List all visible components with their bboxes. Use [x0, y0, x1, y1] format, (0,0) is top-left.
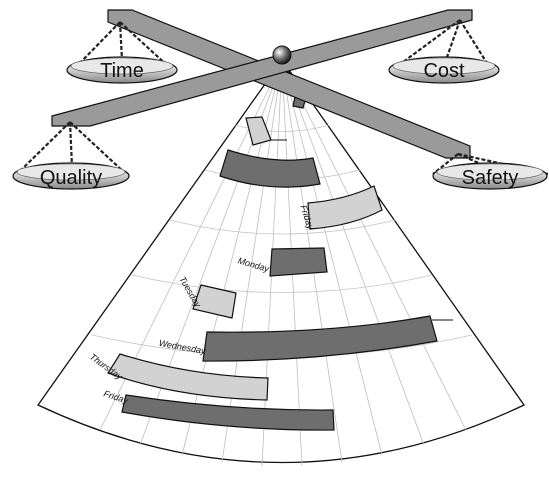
pivot-ball — [272, 45, 292, 65]
schedule-bar — [202, 315, 438, 362]
beam-time-safety — [107, 9, 471, 159]
pan-label-cost: Cost — [423, 60, 465, 82]
balance-arms — [51, 9, 473, 159]
schedule-bar — [107, 353, 269, 401]
schedule-bar — [307, 185, 383, 230]
schedule-bar — [121, 394, 335, 431]
schedule-bar — [269, 247, 328, 277]
pan-safety: Safety — [432, 162, 548, 190]
pan-cost: Cost — [388, 56, 500, 84]
pan-label-time: Time — [100, 60, 144, 82]
pan-quality: Quality — [12, 162, 130, 190]
pan-time: Time — [66, 56, 178, 84]
pan-label-safety: Safety — [462, 167, 519, 189]
beam-cost-quality — [51, 9, 473, 127]
schedule-bar — [219, 149, 321, 188]
pan-label-quality: Quality — [40, 167, 102, 189]
scale-pans: Time Cost Quality Safety — [12, 56, 548, 190]
schedule-bars — [107, 71, 453, 431]
schedule-cone: Friday Monday Tuesday Wednesday Thursday… — [37, 58, 525, 467]
schedule-bar — [192, 284, 237, 319]
